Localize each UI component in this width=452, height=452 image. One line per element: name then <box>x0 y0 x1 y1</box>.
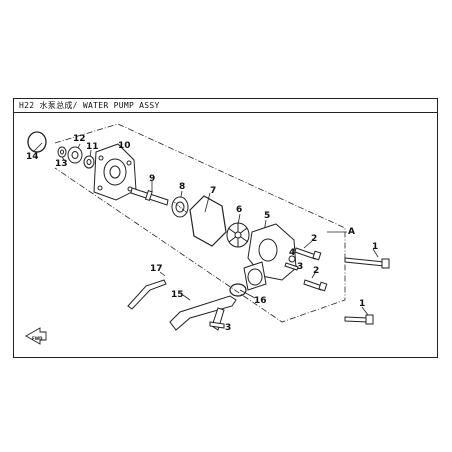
washer-13 <box>57 146 67 158</box>
leader-1a <box>372 248 379 258</box>
callout-16: 16 <box>254 296 267 306</box>
leader-1b <box>361 306 369 316</box>
callout-2b: 2 <box>313 266 319 276</box>
leader-15 <box>182 294 191 301</box>
callout-12: 12 <box>73 134 86 144</box>
callout-3a: 3 <box>297 262 303 272</box>
callout-15: 15 <box>171 290 184 300</box>
hose-15 <box>169 295 237 331</box>
callout-3b: 3 <box>225 323 231 333</box>
leader-17 <box>159 271 166 277</box>
callout-5: 5 <box>264 211 270 221</box>
callout-4: 4 <box>289 248 295 258</box>
hose-17 <box>127 279 167 310</box>
fwd-arrow <box>25 327 47 345</box>
mechanical-seal-8 <box>171 196 189 218</box>
o-ring-14 <box>27 131 47 153</box>
assembly-envelope <box>54 123 346 323</box>
pump-cover-10 <box>93 143 137 201</box>
diagram-header: H22 水泵总成/ WATER PUMP ASSY <box>14 99 437 113</box>
bolt-3a <box>284 262 299 271</box>
callout-11: 11 <box>86 142 99 152</box>
callout-14: 14 <box>26 152 39 162</box>
leader-7 <box>204 192 211 213</box>
bolt-3b <box>209 321 225 329</box>
callout-8: 8 <box>179 182 185 192</box>
washer-4 <box>288 255 296 263</box>
diagram-title: H22 水泵总成/ WATER PUMP ASSY <box>19 101 160 110</box>
leader-2a <box>303 240 313 249</box>
callout-6: 6 <box>236 205 242 215</box>
callout-1a: 1 <box>372 242 378 252</box>
callout-9: 9 <box>149 174 155 184</box>
callout-13: 13 <box>55 159 68 169</box>
impeller-6 <box>226 222 250 248</box>
diagram-frame: H22 水泵总成/ WATER PUMP ASSY <box>13 98 438 358</box>
callout-A: A <box>348 227 355 237</box>
leader-16 <box>239 289 256 299</box>
leader-2b <box>311 272 316 279</box>
callout-2a: 2 <box>311 234 317 244</box>
callout-7: 7 <box>210 186 216 196</box>
callout-1b: 1 <box>359 299 365 309</box>
o-ring-16 <box>229 283 247 297</box>
bearing-12 <box>67 146 83 164</box>
callout-17: 17 <box>150 264 163 274</box>
callout-10: 10 <box>118 141 131 151</box>
fwd-label: FWD <box>32 336 43 341</box>
bolt-1a <box>344 257 385 267</box>
leader-14 <box>32 142 43 153</box>
bolt-1b <box>344 316 369 323</box>
gasket-7 <box>189 195 227 247</box>
seal-11 <box>83 155 95 169</box>
